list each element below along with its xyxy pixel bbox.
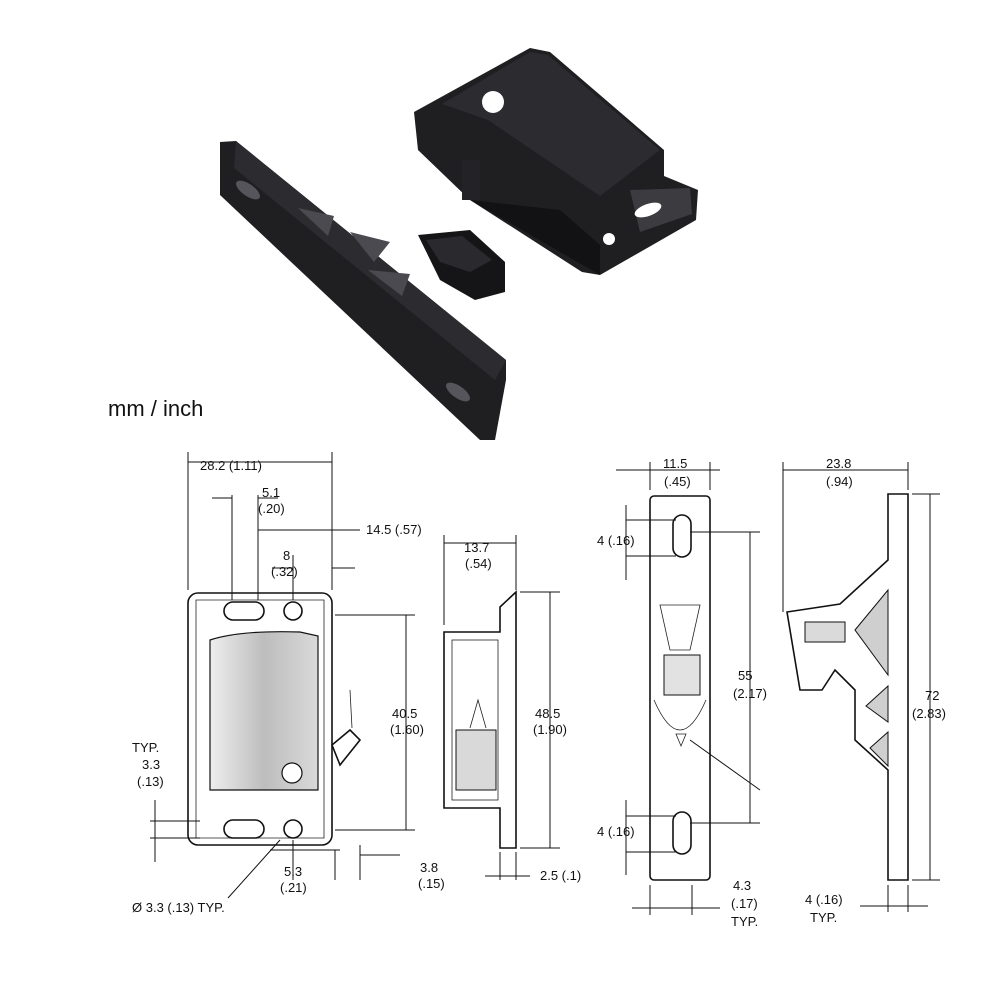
catch-hole-diameter: Ø 3.3 (.13) TYP.	[132, 900, 225, 915]
strike-width-in: (.45)	[664, 474, 691, 489]
strike-base-typ: TYP.	[731, 914, 758, 929]
catch-edge-dim: 3.3	[142, 757, 160, 772]
catch-bottom-dim: 5.3	[284, 864, 302, 879]
strike-side-height-in: (2.83)	[912, 706, 946, 721]
catch-slot-offset-dim: 5.1	[262, 485, 280, 500]
catch-bottom-right-dim: 3.8	[420, 860, 438, 875]
strike-side-thick-typ: TYP.	[810, 910, 837, 925]
catch-width-dim: 28.2 (1.11)	[200, 458, 262, 473]
strike-base-in: (.17)	[731, 896, 758, 911]
catch-photo	[414, 48, 698, 275]
catch-side-height-dim: 48.5	[535, 706, 560, 721]
strike-side-height-dim: 72	[925, 688, 939, 703]
strike-span-dim: 55	[738, 668, 752, 683]
strike-side-depth-in: (.94)	[826, 474, 853, 489]
catch-front-view: 28.2 (1.11) 5.1 (.20) 14.5 (.57) 8 (.32)…	[132, 452, 445, 915]
catch-bottom-right-in: (.15)	[418, 876, 445, 891]
strike-side-view: 23.8 (.94) 72 (2.83) 4 (.16) TYP.	[782, 456, 946, 925]
catch-hole-gap-dim: 8	[283, 548, 290, 563]
strike-photo	[220, 141, 506, 440]
strike-side-thick-dim: 4 (.16)	[805, 892, 843, 907]
strike-front-view: 11.5 (.45) 4 (.16) 4 (.16) 55 (2.17) 4.3…	[597, 456, 767, 929]
catch-slot-offset-in: (.20)	[258, 501, 285, 516]
catch-height-dim: 40.5	[392, 706, 417, 721]
catch-side-height-in: (1.90)	[533, 722, 567, 737]
catch-depth-dim: 13.7	[464, 540, 489, 555]
catch-edge-in: (.13)	[137, 774, 164, 789]
catch-base-dim: 2.5 (.1)	[540, 868, 581, 883]
catch-bottom-in: (.21)	[280, 880, 307, 895]
strike-slot-top-dim: 4 (.16)	[597, 533, 635, 548]
strike-side-depth-dim: 23.8	[826, 456, 851, 471]
catch-hole-gap-in: (.32)	[271, 564, 298, 579]
strike-width-dim: 11.5	[663, 456, 687, 471]
catch-side-view: 13.7 (.54) 48.5 (1.90) 2.5 (.1)	[443, 535, 581, 883]
strike-slot-bottom-dim: 4 (.16)	[597, 824, 635, 839]
catch-slot-span-dim: 14.5 (.57)	[366, 522, 422, 537]
strike-span-in: (2.17)	[733, 686, 767, 701]
catch-typ-label: TYP.	[132, 740, 159, 755]
units-label: mm / inch	[108, 396, 203, 421]
strike-base-dim: 4.3	[733, 878, 751, 893]
catch-depth-in: (.54)	[465, 556, 492, 571]
catch-height-in: (1.60)	[390, 722, 424, 737]
